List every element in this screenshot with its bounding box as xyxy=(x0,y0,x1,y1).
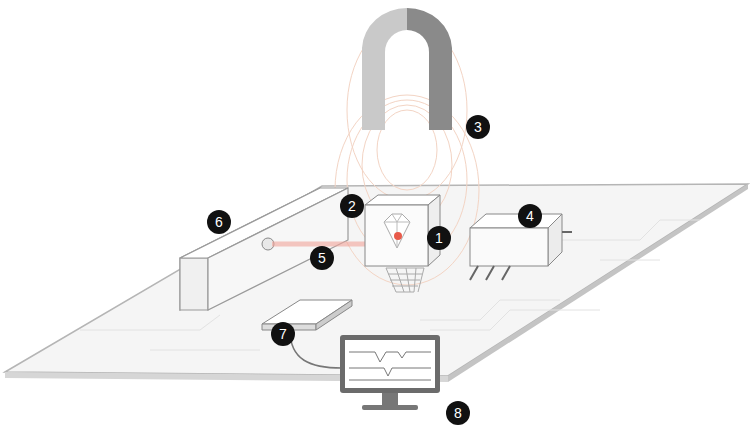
callout-number: 6 xyxy=(207,210,231,234)
detector-box xyxy=(548,214,562,266)
board-edge xyxy=(448,184,748,382)
monitor-screen xyxy=(345,340,435,388)
microwave-coil xyxy=(386,268,424,292)
signal-trace xyxy=(349,352,431,380)
cable xyxy=(290,330,342,368)
callout-number: 3 xyxy=(466,115,490,139)
monitor-stand xyxy=(362,405,418,410)
callout-number: 5 xyxy=(310,246,334,270)
callout-number: 8 xyxy=(446,401,470,425)
callout-number: 2 xyxy=(340,194,364,218)
detector-box xyxy=(470,214,562,228)
callout-number: 4 xyxy=(518,204,542,228)
diamond-gem xyxy=(384,214,410,248)
detector-box xyxy=(470,228,548,266)
laser-box xyxy=(208,188,348,310)
detector-pins xyxy=(470,232,572,280)
electronics-chip xyxy=(316,300,352,330)
monitor xyxy=(340,335,440,393)
sample-cube xyxy=(365,205,428,266)
monitor-stand xyxy=(382,393,398,405)
sample-cube xyxy=(365,195,440,205)
callout-number: 7 xyxy=(271,322,295,346)
magnet-north xyxy=(362,8,407,130)
laser-box xyxy=(180,258,208,310)
callout-number: 1 xyxy=(427,226,451,250)
magnet-south xyxy=(407,8,452,130)
